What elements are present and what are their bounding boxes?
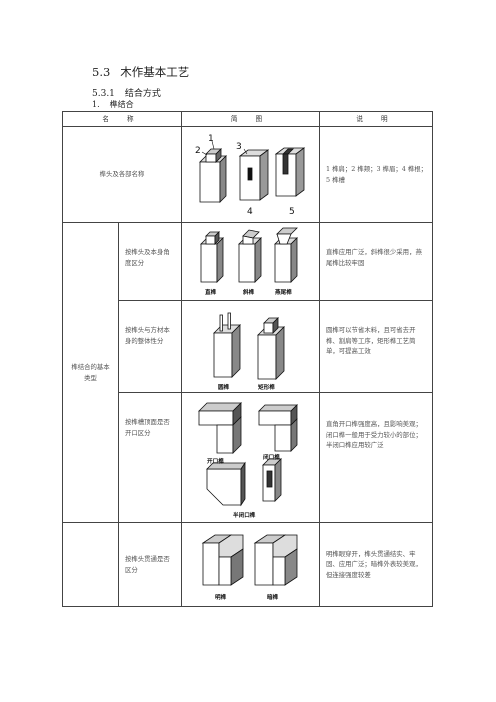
diagram-cell: 1 2 3 4 — [181, 126, 320, 223]
table-row: 榫头及各部名称 1 2 — [62, 126, 433, 223]
dowel-tenon-diagram: 圆榫 矩形榫 — [212, 312, 285, 391]
row-category: 按榫槽顶面是否开口区分 — [118, 392, 182, 523]
diagram-label: 矩形榫 — [257, 383, 275, 391]
item-title: 榫结合 — [109, 100, 134, 109]
item-number: 1. — [92, 100, 100, 109]
table-row: 按榫槽顶面是否开口区分 — [63, 392, 433, 523]
part-number: 3 — [236, 142, 242, 152]
through-tenon-diagram: 明榫 暗榫 — [201, 534, 297, 601]
row-description: 圆榫可以节省木料，且可省去开榫、割肩等工序，矩形榫工艺简单，可提高工效 — [319, 300, 433, 393]
row-category: 按榫头贯通是否区分 — [118, 522, 182, 607]
table-header-row: 名 称 简 图 说 明 — [62, 111, 433, 127]
joinery-table: 名 称 简 图 说 明 榫头及各部名称 1 2 — [62, 111, 433, 607]
diagram-label: 燕尾榫 — [275, 288, 292, 296]
row-description: 直角开口榫强度高，且影响美观；闭口榫一般用于受力较小的部位；半闭口榫应用较广泛 — [319, 392, 433, 523]
diagram-label: 直榫 — [205, 288, 217, 296]
diagram-label: 明榫 — [215, 593, 227, 601]
diagram-label: 闭口榫 — [263, 453, 280, 461]
tenon-piece — [198, 147, 227, 203]
row-description: 直榫应用广泛，斜榫很少采用，燕尾榫比较牢固 — [319, 222, 433, 301]
diagram-cell: 直榫 斜榫 燕尾榫 — [181, 222, 320, 301]
angle-tenon-diagram: 直榫 斜榫 燕尾榫 — [199, 227, 298, 296]
mortise-piece — [238, 148, 269, 201]
slot-piece — [274, 146, 305, 197]
tenon-parts-diagram: 1 2 3 4 — [195, 134, 305, 217]
diagram-label: 圆榫 — [218, 383, 230, 391]
section-heading: 5.3 木作基本工艺 — [92, 64, 199, 80]
diagram-label: 暗榫 — [267, 593, 279, 601]
subsection-heading: 5.3.1 结合方式 — [92, 86, 171, 99]
diagram-label: 斜榫 — [242, 288, 255, 296]
diagram-label: 半闭口榫 — [233, 511, 256, 519]
diagram-cell: 明榫 暗榫 — [181, 522, 320, 607]
header-diagram: 简 图 — [181, 111, 320, 127]
table-row: 按榫头贯通是否区分 明榫 暗榫 — [62, 522, 433, 607]
subsection-number: 5.3.1 — [92, 89, 115, 99]
section-number: 5.3 — [92, 65, 111, 79]
diagram-cell: 圆榫 矩形榫 — [181, 300, 320, 393]
subsection-title: 结合方式 — [124, 89, 161, 99]
diagram-label: 开口榫 — [207, 457, 224, 465]
row-name: 榫头及各部名称 — [62, 126, 182, 223]
part-number: 5 — [289, 207, 295, 217]
row-description: 1 榫肩；2 榫颊；3 榫眉；4 榫根；5 榫槽 — [319, 126, 433, 223]
part-number: 2 — [195, 146, 201, 156]
section-title: 木作基本工艺 — [120, 65, 190, 79]
group-name: 榫结合的基本类型 — [62, 222, 119, 523]
table-row: 榫结合的基本类型 按榫头及本身角度区分 — [62, 222, 433, 523]
table-row: 按榫头与方材本身的整体性分 圆榫 — [63, 300, 433, 393]
header-name: 名 称 — [62, 111, 182, 127]
header-description: 说 明 — [319, 111, 433, 127]
part-number: 4 — [247, 207, 253, 217]
diagram-cell: 开口榫 闭口榫 半闭口榫 — [181, 392, 320, 523]
row-description: 明榫眼穿开，榫头贯通结实、牢固、应用广泛；暗榫外表较美观，但连接强度较差 — [319, 522, 433, 607]
row-category: 按榫头与方材本身的整体性分 — [118, 300, 182, 393]
item-heading: 1. 榫结合 — [92, 99, 144, 110]
open-mortise-diagram: 开口榫 闭口榫 半闭口榫 — [197, 401, 298, 519]
part-number: 1 — [208, 134, 214, 144]
row-category: 按榫头及本身角度区分 — [118, 222, 182, 301]
